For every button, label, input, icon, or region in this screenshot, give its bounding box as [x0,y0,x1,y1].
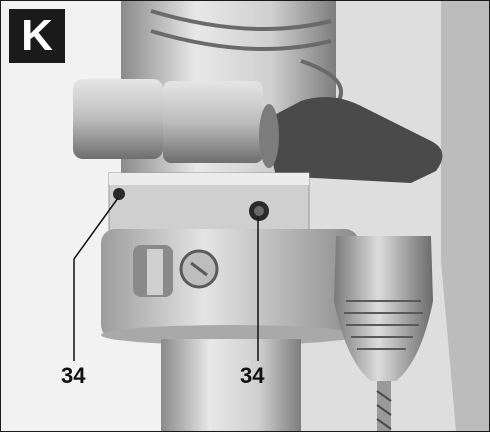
handle-left-segment [73,79,163,159]
set-screw-right-socket [254,206,264,216]
adjust-knob-slot [190,261,208,277]
chuck-knurl [344,300,423,350]
depth-stop-pin [147,249,163,295]
drill-chuck [334,236,433,381]
drill-bit-flute [376,390,392,430]
figure-label: K [9,9,65,63]
clamp-block-top [109,173,309,185]
handle-collar [259,104,279,168]
leader-line-left [73,197,119,260]
callout-34-left: 34 [61,363,86,388]
handle-arm [263,97,443,183]
handle-mid-segment [163,81,263,163]
set-screw-left [113,188,125,200]
callout-34-right: 34 [240,363,265,388]
housing-dark-edge [441,1,489,431]
lower-column [161,339,301,431]
